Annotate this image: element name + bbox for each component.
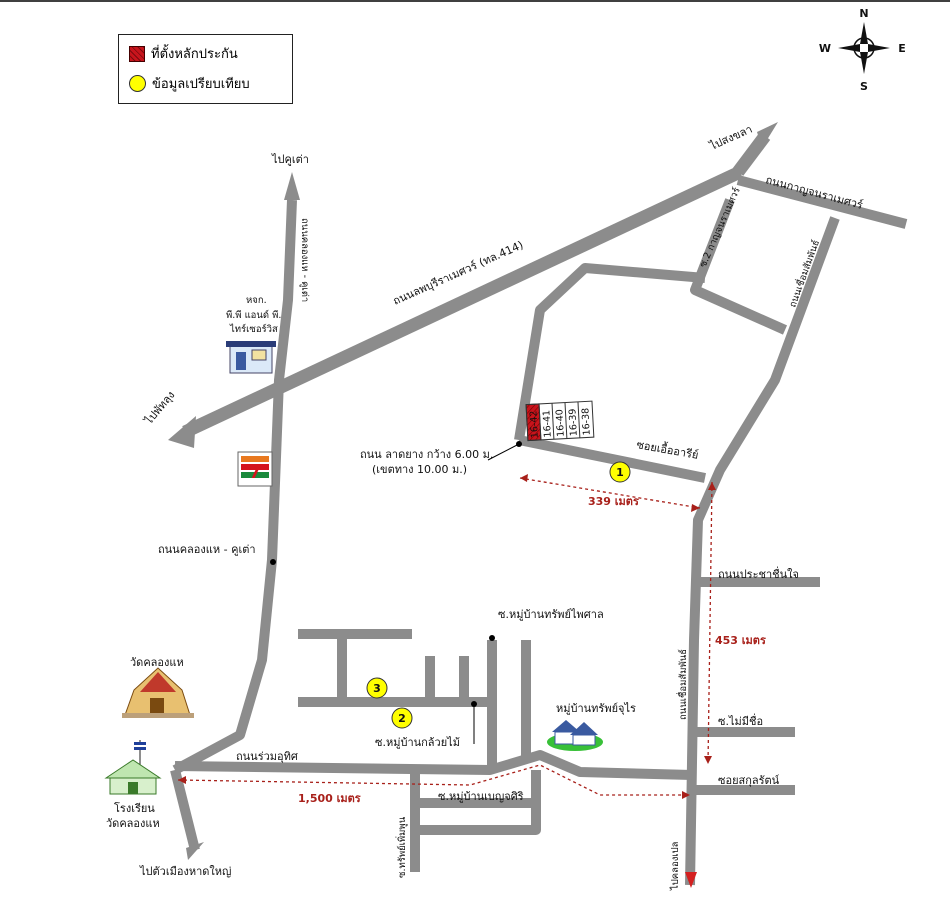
road-note-line2: (เขตทาง 10.00 ม.) <box>372 463 467 476</box>
road-label-soi-kanchana2: ซ.2 กาญจนราเมศวร์ <box>697 186 743 270</box>
svg-text:1: 1 <box>616 466 624 479</box>
shop-label-2: พี.พี แอนด์ พี. <box>226 309 281 321</box>
comparable-swatch-icon <box>129 75 146 92</box>
plot-label: 16-41 <box>541 410 553 438</box>
school-label-1: โรงเรียน <box>114 801 155 815</box>
road-songkhla-end <box>732 132 771 176</box>
distance-label-3: 1,500 เมตร <box>298 792 361 805</box>
distance-line-1 <box>519 477 701 509</box>
compass-icon: N S W E <box>819 7 906 93</box>
road-label-soi-ueaari: ซอยเอื้ออารีย์ <box>635 436 699 462</box>
road-khlonghae-khuetao <box>172 199 297 775</box>
shop-icon <box>226 341 276 374</box>
comparable-marker: 1 <box>609 461 631 483</box>
temple-icon <box>122 667 194 718</box>
road-inner-loop <box>514 263 706 441</box>
road-label-khlonghae-vert: ถนนคลองแห - คูเต่า <box>299 218 310 302</box>
arrow-phatthalung <box>168 416 196 448</box>
svg-text:N: N <box>859 7 868 20</box>
direction-khlongpom: ไปคลองเปล <box>669 841 681 891</box>
road-label-benchasiri: ซ.หมู่บ้านเบญจศิริ <box>438 790 524 803</box>
direction-songkhla: ไปสงขลา <box>707 123 754 154</box>
road-label-khlonghae: ถนนคลองแห - คูเต่า <box>158 543 256 556</box>
svg-text:3: 3 <box>373 682 381 695</box>
svg-text:S: S <box>860 80 868 93</box>
legend-row-collateral: ที่ตั้งหลักประกัน <box>129 43 238 64</box>
distance-label-1: 339 เมตร <box>588 495 639 508</box>
shop-label-3: ไทร์เซอร์วิส <box>229 323 278 335</box>
road-chuemsamphan <box>685 216 840 886</box>
collateral-plots: 16-42 16-41 16-40 16-39 16-38 <box>525 400 595 442</box>
road-phetkasem <box>182 166 743 438</box>
legend-row-comparable: ข้อมูลเปรียบเทียบ <box>129 73 250 94</box>
school-icon <box>104 740 162 795</box>
school-label-2: วัดคลองแห <box>106 817 160 830</box>
shop-label-1: หจก. <box>246 295 267 306</box>
plot-label: 16-40 <box>554 409 566 437</box>
distance-label-2: 453 เมตร <box>715 634 766 647</box>
collateral-swatch-icon <box>129 45 145 62</box>
road-kanchanavanich <box>736 175 908 229</box>
svg-text:7: 7 <box>249 463 260 482</box>
direction-khuetao: ไปคูเต่า <box>271 153 309 166</box>
road-label-sakulrat: ซอยสกุลรัตน์ <box>718 774 780 787</box>
arrow-khlongpom <box>685 872 697 888</box>
svg-text:2: 2 <box>398 712 406 725</box>
road-label-ruam-uthit: ถนนร่วมอุทิศ <box>236 750 298 763</box>
arrow-hatyai <box>186 842 204 860</box>
road-label-kluai-mai: ซ.หมู่บ้านกล้วยไม้ <box>375 736 460 749</box>
road-ruam-uthit <box>174 750 693 780</box>
road-soi-kanchana2 <box>690 198 788 335</box>
house-icon <box>547 720 603 751</box>
road-label-mai-mi-chue: ซ.ไม่มีชื่อ <box>718 713 763 728</box>
village-label: หมู่บ้านทรัพย์จุไร <box>556 702 636 715</box>
distance-line-2 <box>707 481 713 765</box>
legend-collateral-label: ที่ตั้งหลักประกัน <box>151 47 238 62</box>
svg-text:E: E <box>898 42 906 55</box>
road-south-loop <box>415 770 541 835</box>
seven-eleven-icon: 7 <box>237 451 273 487</box>
road-label-sap-phoemphun: ซ.ทรัพย์เพิ่มพูน <box>395 816 408 878</box>
comparable-marker: 2 <box>391 707 413 729</box>
road-note-line1: ถนน ลาดยาง กว้าง 6.00 ม. <box>360 448 493 461</box>
road-soi-ueaari <box>517 435 707 483</box>
direction-phatthalung: ไปพัทลุง <box>142 389 178 428</box>
plot-label: 16-42 <box>528 410 540 438</box>
distance-line-3 <box>177 764 690 796</box>
plot-label: 16-38 <box>580 408 592 436</box>
direction-hatyai: ไปตัวเมืองหาดใหญ่ <box>139 865 231 878</box>
road-label-pracha-chuenjai: ถนนประชาชื่นใจ <box>718 566 799 581</box>
road-label-chuemsamphan-bottom: ถนนเชื่อมสัมพันธ์ <box>676 649 689 720</box>
plot-label: 16-39 <box>567 408 579 436</box>
road-label-sap-phaisan: ซ.หมู่บ้านทรัพย์ไพศาล <box>498 608 604 621</box>
comparable-marker: 3 <box>366 677 388 699</box>
temple-label: วัดคลองแห <box>130 656 184 669</box>
legend: ที่ตั้งหลักประกัน ข้อมูลเปรียบเทียบ <box>118 34 293 104</box>
legend-comparable-label: ข้อมูลเปรียบเทียบ <box>152 77 250 92</box>
road-to-hatyai <box>170 768 200 852</box>
arrow-khuetao <box>284 172 300 200</box>
svg-text:W: W <box>819 42 831 55</box>
